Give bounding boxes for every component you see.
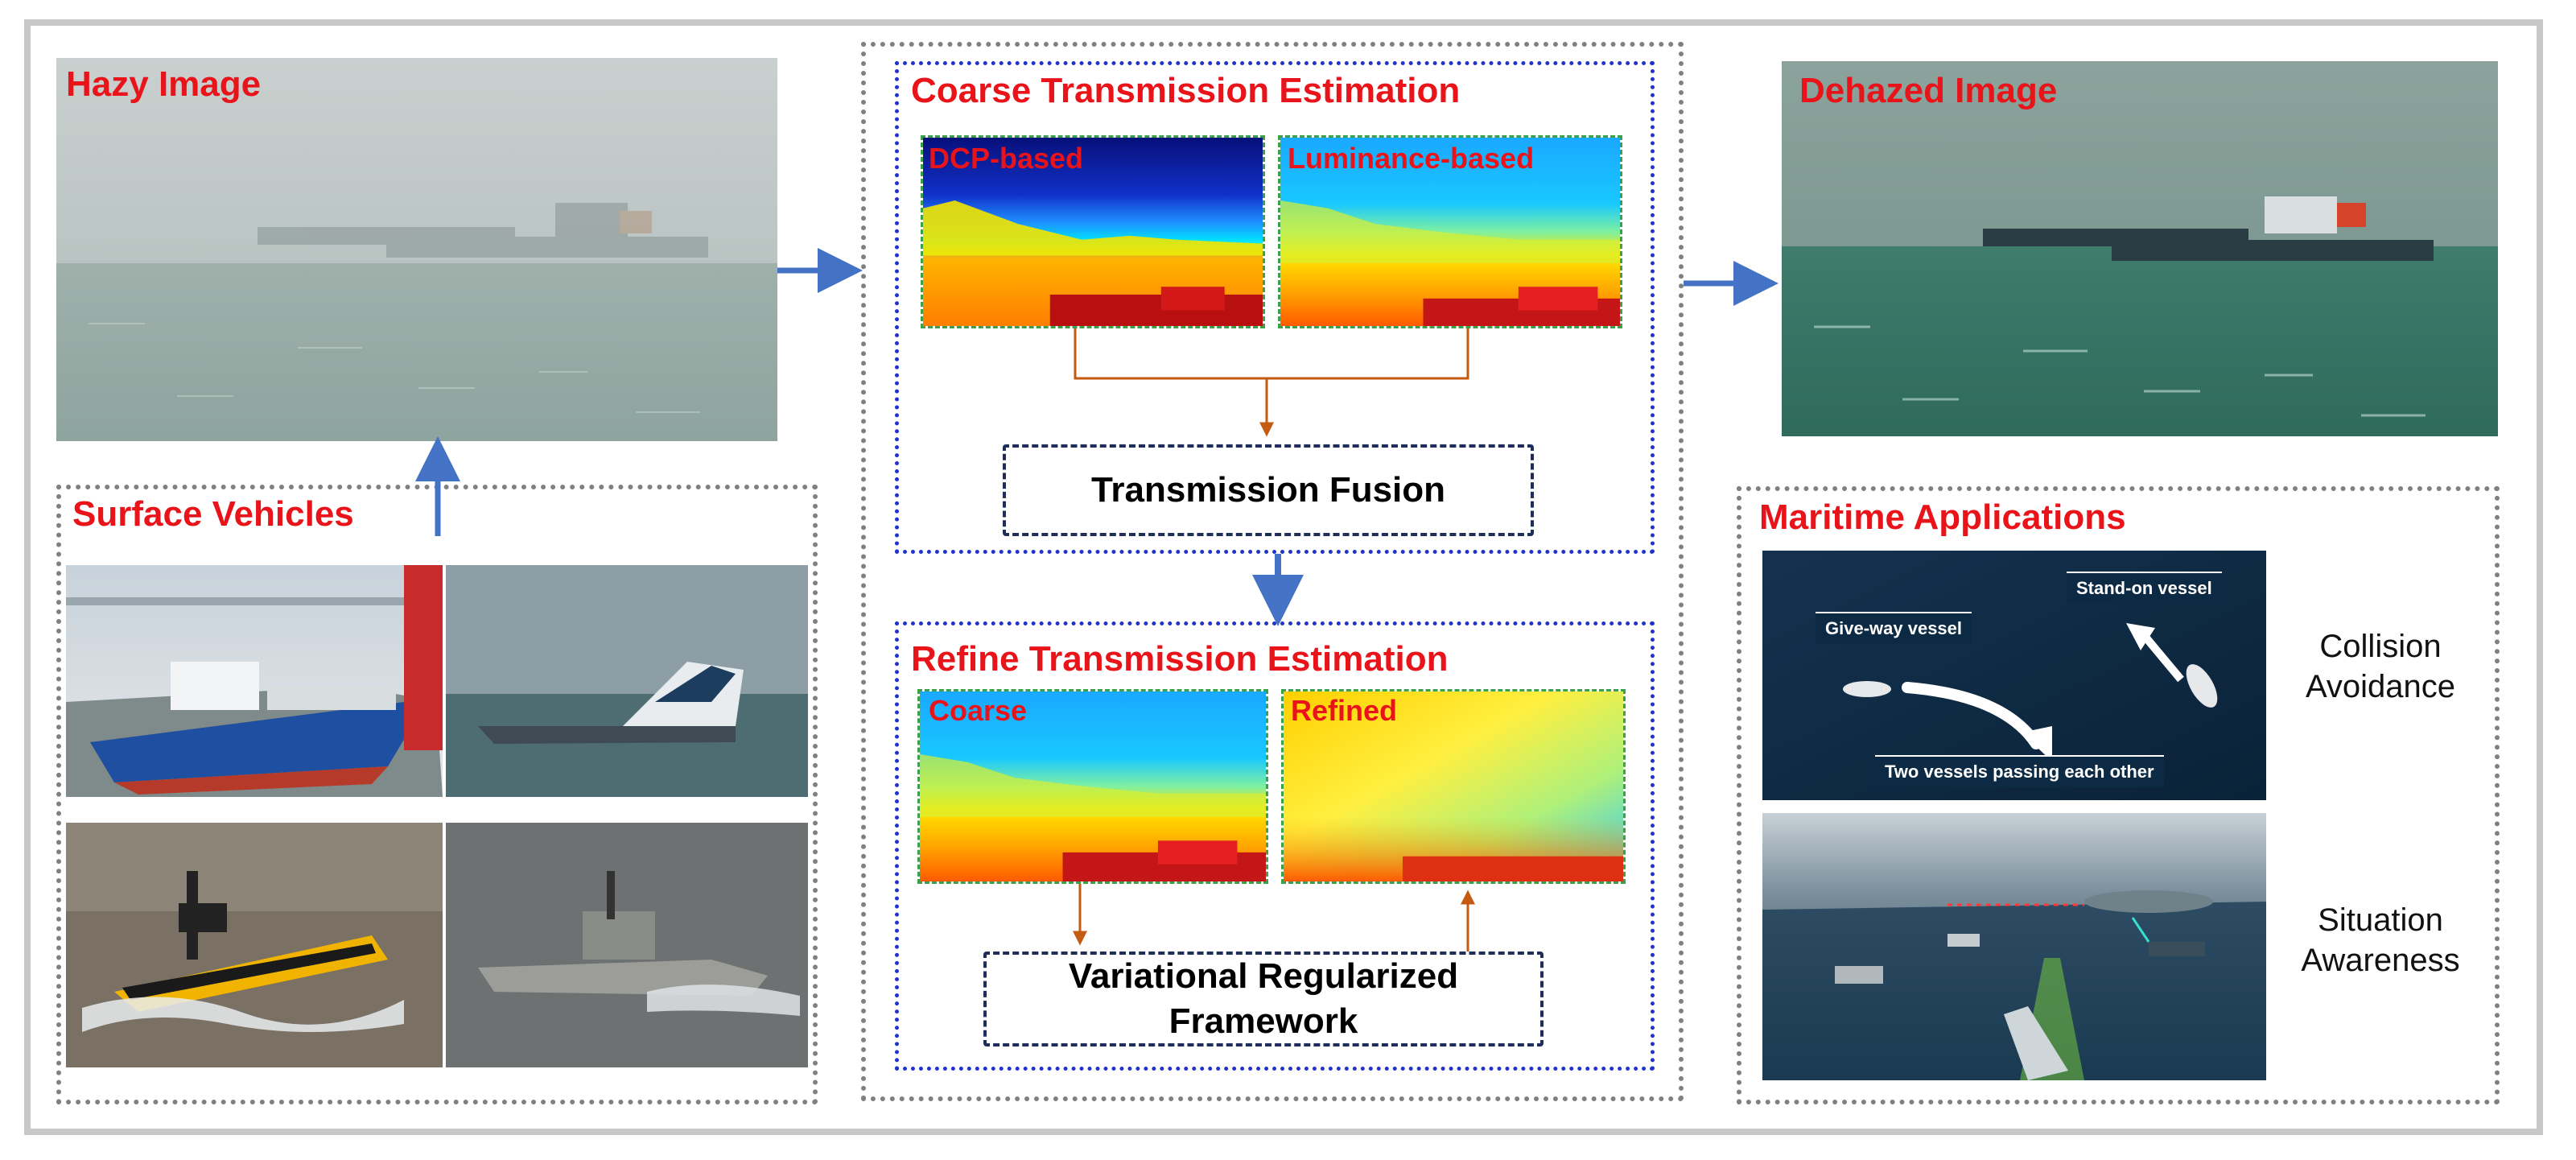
figure-frame (24, 19, 2543, 1135)
coarse-estimation-box (895, 61, 1655, 554)
collision-avoidance-line1: Collision (2319, 629, 2442, 664)
dcp-map-label: DCP-based (929, 142, 1084, 175)
vessel-photo-patrol-boat (446, 565, 808, 797)
vessel-photo-yellow-usv (66, 823, 443, 1067)
collision-avoidance-line2: Avoidance (2305, 669, 2456, 704)
dehazed-image (1782, 61, 2498, 436)
collision-avoidance-label: Collision Avoidance (2260, 626, 2501, 707)
coarse-estimation-title: Coarse Transmission Estimation (911, 71, 1461, 110)
variational-framework-line2: Framework (1168, 1001, 1358, 1041)
passing-callout: Two vessels passing each other (1875, 755, 2164, 787)
method-panel (861, 42, 1684, 1101)
situation-awareness-label: Situation Awareness (2260, 900, 2501, 980)
situation-awareness-line1: Situation (2318, 902, 2443, 938)
dehazed-image-title: Dehazed Image (1799, 71, 2058, 110)
refine-estimation-title: Refine Transmission Estimation (911, 639, 1449, 679)
situation-awareness-image (1762, 813, 2266, 1080)
situation-awareness-line2: Awareness (2301, 943, 2460, 978)
luminance-transmission-map (1278, 135, 1622, 328)
surface-vehicles-title: Surface Vehicles (72, 494, 354, 534)
luminance-map-label: Luminance-based (1288, 142, 1535, 175)
transmission-fusion-label: Transmission Fusion (1090, 470, 1446, 510)
hazy-image-title: Hazy Image (66, 64, 262, 104)
give-way-callout: Give-way vessel (1816, 612, 1972, 644)
dcp-transmission-map (921, 135, 1265, 328)
transmission-fusion-box: Transmission Fusion (1003, 444, 1534, 536)
vessel-photo-blue-ship (66, 565, 443, 797)
refined-transmission-map (1281, 689, 1626, 884)
maritime-applications-title: Maritime Applications (1759, 497, 2126, 537)
coarse-map-label: Coarse (929, 694, 1028, 727)
coarse-transmission-map (917, 689, 1268, 884)
hazy-image (56, 58, 777, 441)
stand-on-callout: Stand-on vessel (2067, 572, 2222, 604)
maritime-applications-panel (1737, 486, 2500, 1104)
refined-map-label: Refined (1291, 694, 1398, 727)
vessel-photo-gray-usv (446, 823, 808, 1067)
variational-framework-box: Variational Regularized Framework (983, 952, 1544, 1046)
variational-framework-line1: Variational Regularized (1068, 956, 1459, 996)
